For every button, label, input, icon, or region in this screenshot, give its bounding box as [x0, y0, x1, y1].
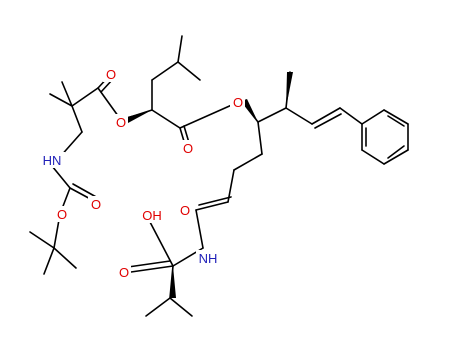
bond — [257, 107, 287, 123]
bond — [149, 221, 174, 267]
bond — [130, 265, 174, 273]
bond — [314, 113, 342, 129]
atom-o-ketone2: O — [183, 141, 193, 156]
bond — [383, 149, 409, 165]
atom-o-ketone1: O — [106, 67, 116, 82]
bond — [29, 231, 55, 249]
bond — [72, 183, 99, 199]
atom-nh-carbamate: HN — [43, 153, 62, 168]
bond — [169, 297, 193, 317]
stereo-wedge — [170, 266, 176, 298]
bond — [361, 149, 385, 165]
bond — [51, 165, 71, 189]
bond — [383, 109, 409, 125]
bond — [387, 145, 405, 159]
bond — [233, 153, 263, 171]
stereo-wedge — [241, 99, 258, 122]
atom-nh-amide: NH — [199, 251, 218, 266]
bond-lines — [29, 35, 409, 317]
bond — [311, 107, 341, 125]
bond — [49, 93, 73, 107]
bond — [177, 61, 201, 81]
bond — [61, 81, 73, 107]
bond — [387, 115, 405, 127]
bond — [285, 107, 313, 125]
bond — [53, 247, 77, 269]
bond — [227, 169, 235, 203]
bond — [71, 105, 83, 133]
bond — [361, 109, 385, 125]
bond — [71, 87, 99, 107]
atom-o-boc-carbonyl: O — [91, 197, 101, 212]
bond — [257, 121, 263, 155]
bond — [43, 247, 55, 275]
bond — [195, 201, 229, 211]
bond — [179, 103, 235, 129]
stereo-wedge — [286, 72, 293, 108]
atom-o-acid: O — [119, 265, 129, 280]
bond — [339, 107, 363, 125]
atom-oh: OH — [142, 208, 162, 223]
bond — [177, 35, 183, 63]
atom-o-ester2: O — [233, 95, 243, 110]
atom-o-boc-ether: O — [57, 207, 67, 222]
stereo-wedge — [127, 110, 152, 123]
bond — [195, 209, 204, 249]
atom-labels: O O O O HN O O O OH NH O — [40, 66, 245, 280]
bond — [151, 109, 181, 129]
bond — [151, 61, 179, 81]
atom-o-ester1: O — [116, 115, 126, 130]
bond — [127, 260, 171, 268]
atom-o-amide: O — [180, 203, 190, 218]
bond — [198, 196, 232, 206]
stereo-wedges — [127, 72, 293, 298]
bond — [145, 297, 171, 317]
